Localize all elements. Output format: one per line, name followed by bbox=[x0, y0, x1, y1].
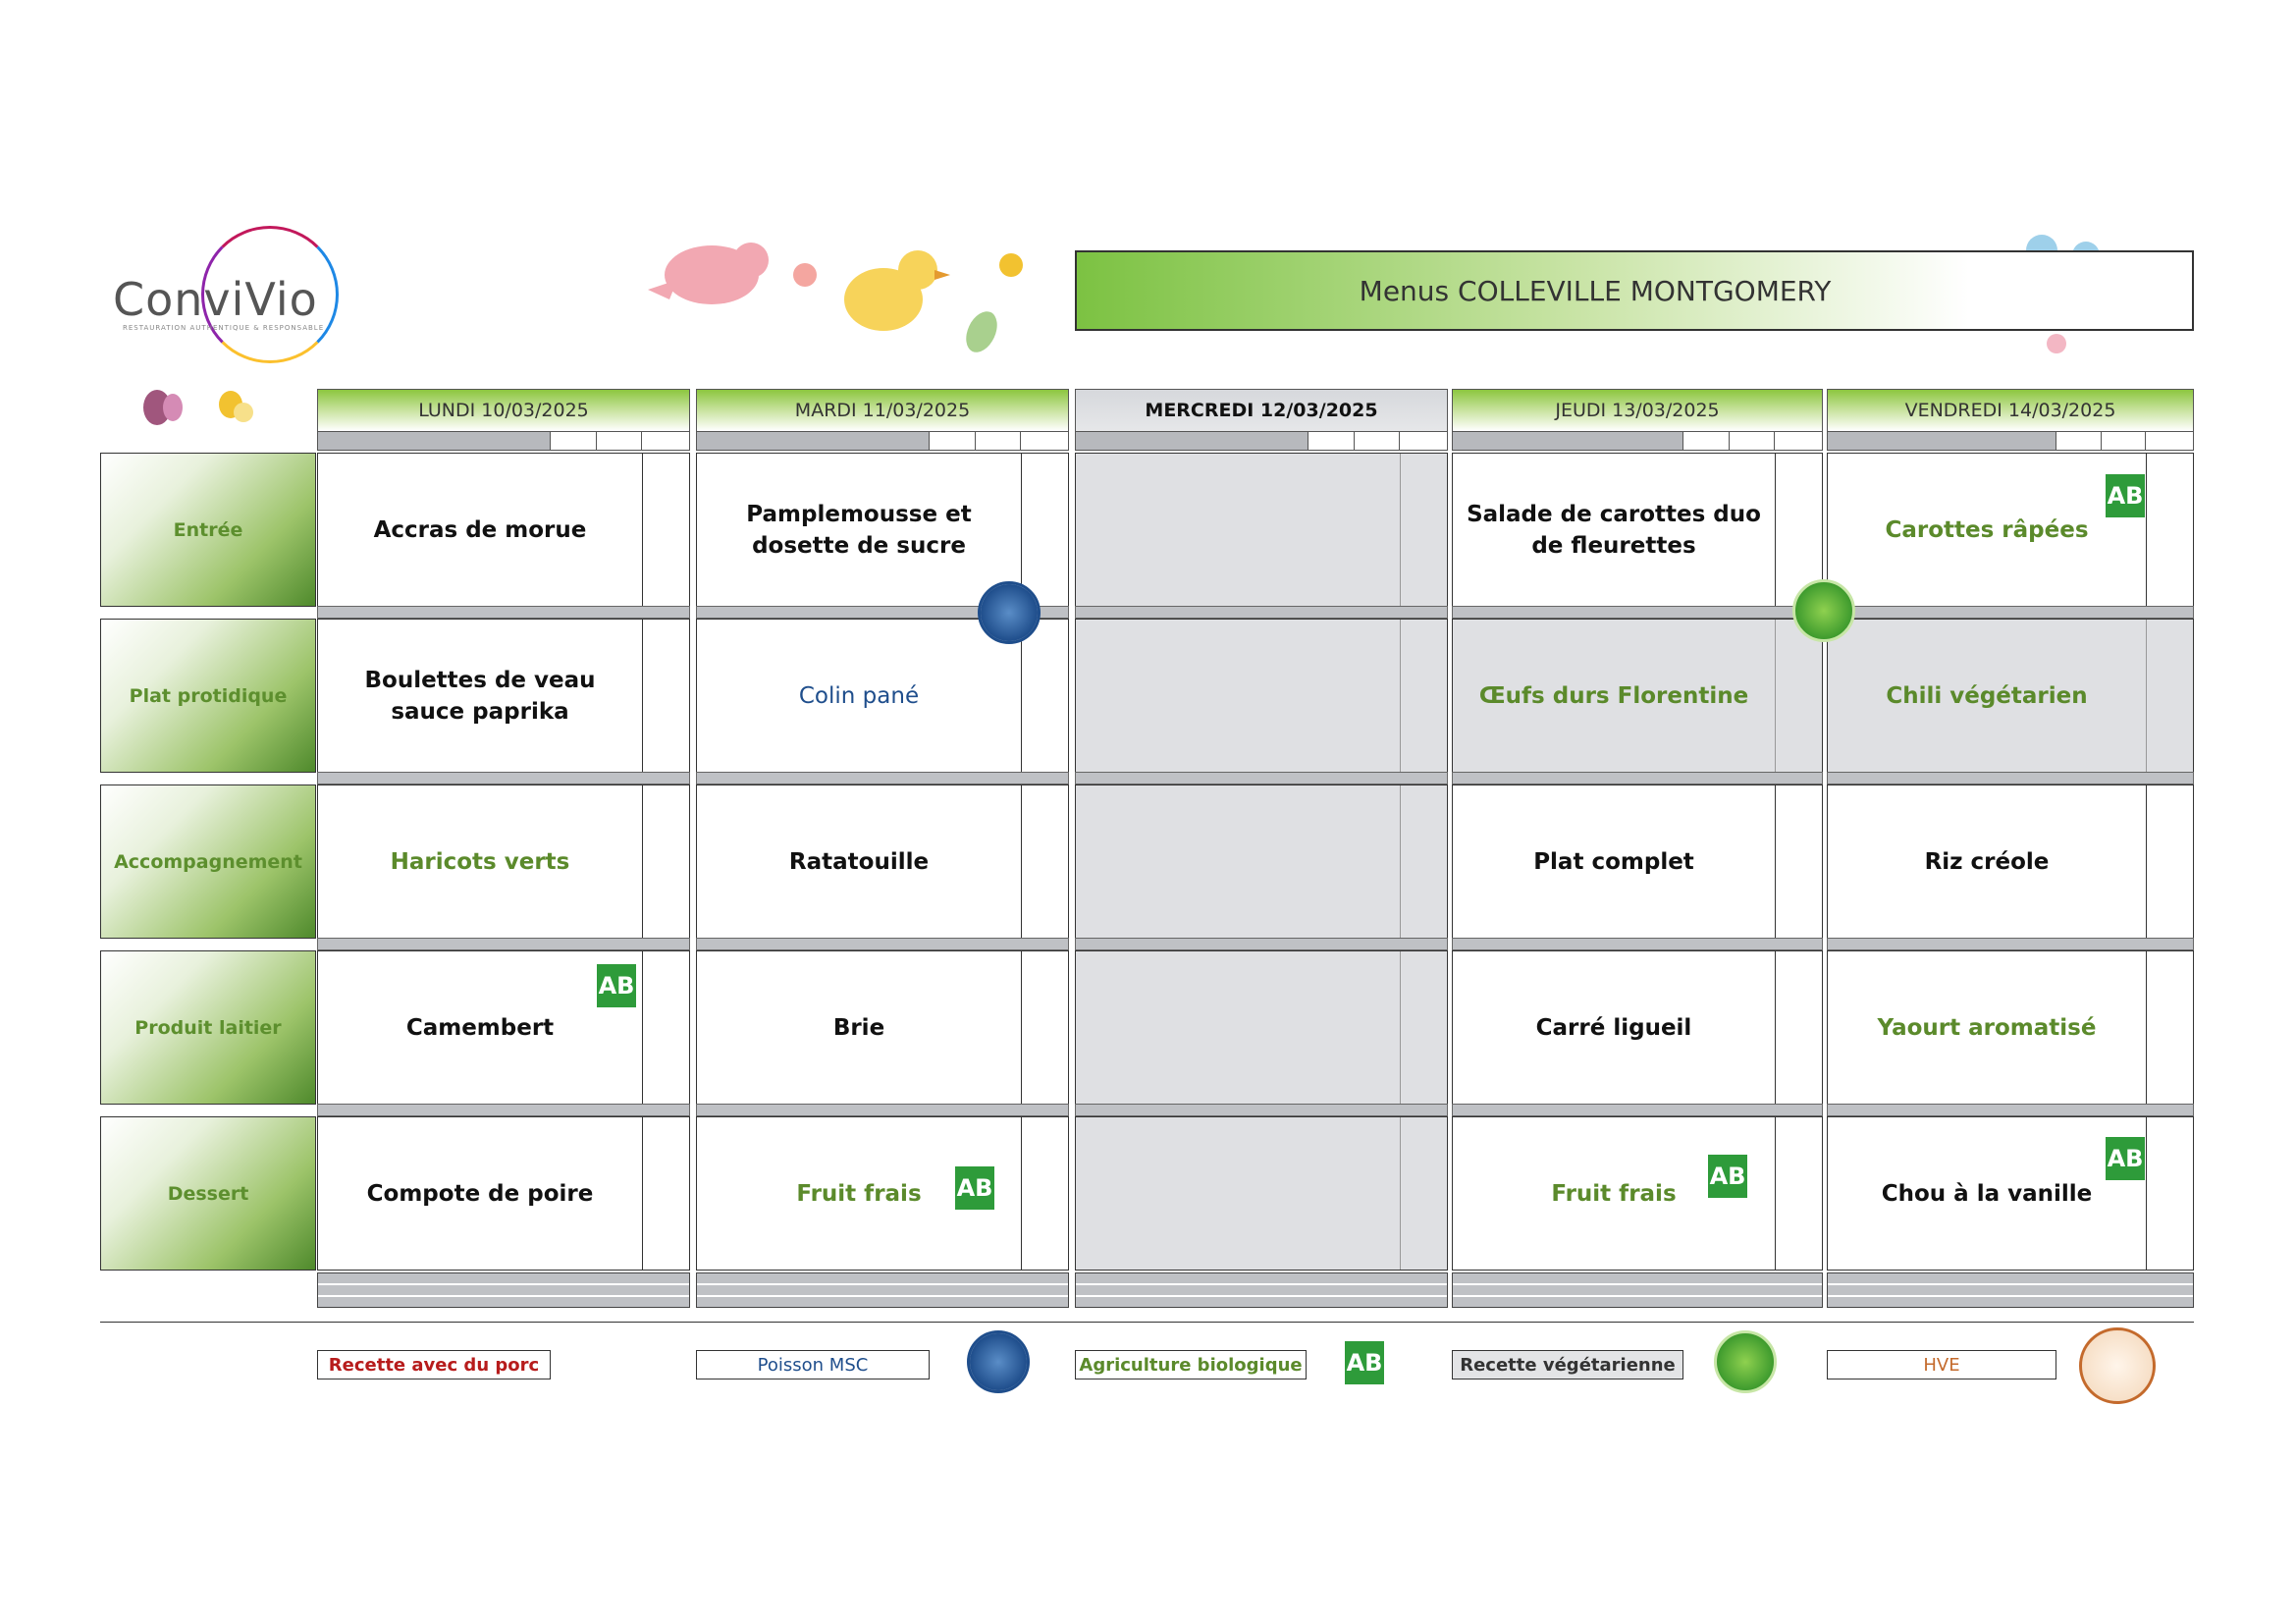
menu-cell: Fruit frais bbox=[696, 1116, 1069, 1271]
dish-name: Accras de morue bbox=[373, 516, 587, 543]
menu-cell-empty bbox=[1075, 619, 1448, 773]
dish-name: Pamplemousse et dosette de sucre bbox=[746, 501, 972, 559]
dish-name: Plat complet bbox=[1533, 848, 1694, 875]
menu-cell: Boulettes de veau sauce paprika bbox=[317, 619, 690, 773]
legend-pork: Recette avec du porc bbox=[317, 1350, 551, 1380]
dish-name: Compote de poire bbox=[366, 1180, 594, 1207]
dish-name: Fruit frais bbox=[796, 1180, 922, 1207]
ab-organic-icon: AB bbox=[1343, 1333, 1386, 1398]
hve-label-icon bbox=[2079, 1327, 2156, 1404]
menu-cell: Carré ligueil bbox=[1452, 950, 1823, 1105]
day-header-tuesday: MARDI 11/03/2025 bbox=[696, 389, 1069, 432]
menu-cell: Colin pané bbox=[696, 619, 1069, 773]
ab-organic-icon: AB bbox=[2104, 1129, 2147, 1194]
ab-organic-icon: AB bbox=[595, 956, 638, 1021]
legend-hve: HVE bbox=[1827, 1350, 2056, 1380]
dish-name: Chou à la vanille bbox=[1881, 1180, 2093, 1207]
legend-organic: Agriculture biologique bbox=[1075, 1350, 1307, 1380]
butterflies-decoration-icon bbox=[143, 390, 253, 425]
menu-cell: Riz créole bbox=[1827, 784, 2194, 939]
logo-name: ConviVio bbox=[113, 273, 318, 326]
day-header-monday: LUNDI 10/03/2025 bbox=[317, 389, 690, 432]
header-strip bbox=[1827, 431, 2194, 451]
day-header-friday: VENDREDI 14/03/2025 bbox=[1827, 389, 2194, 432]
menu-cell-empty bbox=[1075, 453, 1448, 607]
vegetarian-icon bbox=[1714, 1330, 1777, 1393]
ab-organic-icon: AB bbox=[2104, 466, 2147, 531]
header-strip bbox=[696, 431, 1069, 451]
day-header-wednesday: MERCREDI 12/03/2025 bbox=[1075, 389, 1448, 432]
menu-cell: Brie bbox=[696, 950, 1069, 1105]
menu-cell-empty bbox=[1075, 950, 1448, 1105]
dish-name: Salade de carottes duo de fleurettes bbox=[1467, 501, 1761, 559]
ab-organic-icon: AB bbox=[953, 1159, 996, 1223]
dish-name: Camembert bbox=[405, 1014, 555, 1041]
footer-divider bbox=[100, 1322, 2194, 1323]
vegetarian-icon bbox=[1792, 579, 1855, 642]
dish-name: Fruit frais bbox=[1551, 1180, 1677, 1207]
row-label-plat: Plat protidique bbox=[100, 619, 316, 773]
header-strip bbox=[1075, 431, 1448, 451]
msc-fish-icon bbox=[978, 581, 1041, 644]
title-banner: Menus COLLEVILLE MONTGOMERY bbox=[1075, 250, 2194, 331]
row-label-entree: Entrée bbox=[100, 453, 316, 607]
msc-fish-icon bbox=[967, 1330, 1030, 1393]
header-strip bbox=[317, 431, 690, 451]
logo-tagline: RESTAURATION AUTHENTIQUE & RESPONSABLE bbox=[123, 324, 325, 332]
dish-name: Chili végétarien bbox=[1886, 682, 2088, 709]
menu-cell-empty bbox=[1075, 1116, 1448, 1271]
menu-cell: Pamplemousse et dosette de sucre bbox=[696, 453, 1069, 607]
menu-cell: Chili végétarien bbox=[1827, 619, 2194, 773]
dish-name: Carré ligueil bbox=[1535, 1014, 1692, 1041]
header-strip bbox=[1452, 431, 1823, 451]
menu-cell-empty bbox=[1075, 784, 1448, 939]
logo-ring-icon bbox=[201, 226, 339, 363]
row-label-dessert: Dessert bbox=[100, 1116, 316, 1271]
menu-cell: Yaourt aromatisé bbox=[1827, 950, 2194, 1105]
convivio-logo: ConviVio RESTAURATION AUTHENTIQUE & RESP… bbox=[113, 226, 339, 373]
menu-cell: Haricots verts bbox=[317, 784, 690, 939]
menu-cell: Salade de carottes duo de fleurettes bbox=[1452, 453, 1823, 607]
dish-name: Brie bbox=[832, 1014, 885, 1041]
ab-organic-icon: AB bbox=[1706, 1147, 1749, 1212]
dish-name: Haricots verts bbox=[390, 848, 570, 875]
dish-name: Carottes râpées bbox=[1885, 516, 2089, 543]
dish-name: Colin pané bbox=[798, 682, 920, 709]
row-label-accompagnement: Accompagnement bbox=[100, 784, 316, 939]
day-header-thursday: JEUDI 13/03/2025 bbox=[1452, 389, 1823, 432]
menu-cell: Plat complet bbox=[1452, 784, 1823, 939]
menu-cell: Ratatouille bbox=[696, 784, 1069, 939]
menu-cell: Fruit frais bbox=[1452, 1116, 1823, 1271]
dish-name: Œufs durs Florentine bbox=[1478, 682, 1749, 709]
legend-vegetarian: Recette végétarienne bbox=[1452, 1350, 1683, 1380]
dish-name: Riz créole bbox=[1924, 848, 2050, 875]
dish-name: Ratatouille bbox=[788, 848, 930, 875]
dish-name: Yaourt aromatisé bbox=[1877, 1014, 2097, 1041]
legend-msc: Poisson MSC bbox=[696, 1350, 930, 1380]
birds-decoration-icon bbox=[648, 243, 1023, 352]
menu-cell: Œufs durs Florentine bbox=[1452, 619, 1823, 773]
menu-cell: Compote de poire bbox=[317, 1116, 690, 1271]
dish-name: Boulettes de veau sauce paprika bbox=[364, 667, 596, 725]
row-label-produit-laitier: Produit laitier bbox=[100, 950, 316, 1105]
menu-cell: Accras de morue bbox=[317, 453, 690, 607]
page-title: Menus COLLEVILLE MONTGOMERY bbox=[1359, 274, 1832, 307]
